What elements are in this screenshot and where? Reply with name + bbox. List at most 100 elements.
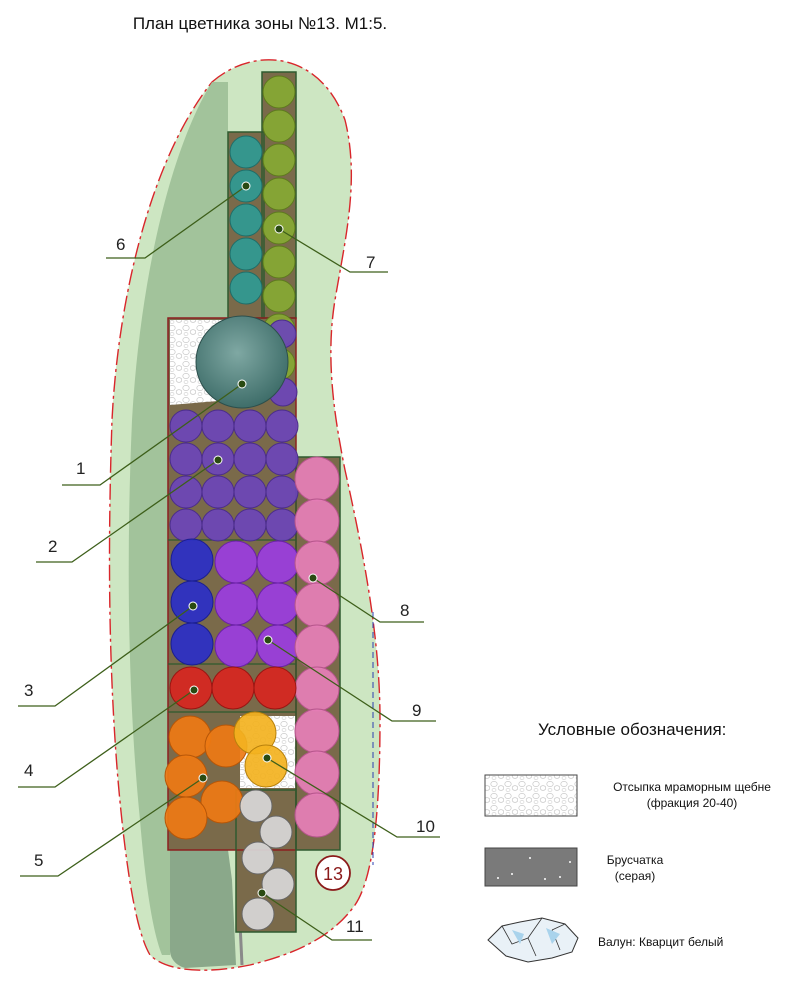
callout-leader-1 — [62, 383, 243, 486]
callout-leaders: 1 2 3 4 5 6 7 8 9 10 11 — [18, 181, 440, 941]
plant-8 — [294, 582, 340, 628]
plant-1-tree — [195, 315, 289, 409]
callout-dot-4 — [189, 685, 199, 695]
callout-label-5: 5 — [34, 851, 43, 870]
plant-7 — [262, 75, 296, 109]
callout-label-8: 8 — [400, 601, 409, 620]
plant-3 — [170, 538, 214, 582]
page-title: План цветника зоны №13. М1:5. — [132, 14, 388, 33]
callout-label-9: 9 — [412, 701, 421, 720]
plant-5 — [168, 715, 212, 759]
plant-6 — [229, 203, 263, 237]
plant-9 — [256, 540, 300, 584]
plant-6 — [229, 237, 263, 271]
legend-title: Условные обозначения: — [538, 720, 727, 739]
callout-label-1: 1 — [76, 459, 85, 478]
callout-dot-3 — [188, 601, 198, 611]
plant-2 — [265, 442, 299, 476]
callout-dot-10 — [262, 753, 272, 763]
plant-2 — [169, 442, 203, 476]
legend-item-marble-line1: Отсыпка мраморным щебне — [613, 780, 771, 794]
callout-dot-7 — [274, 224, 284, 234]
plant-2 — [233, 508, 267, 542]
callout-leader-9 — [267, 639, 436, 722]
plant-7 — [262, 177, 296, 211]
plant-9 — [214, 582, 258, 626]
callout-dot-5 — [198, 773, 208, 783]
legend-item-paving: Брусчатка (серая) — [580, 852, 690, 884]
plant-8 — [294, 792, 340, 838]
callout-label-3: 3 — [24, 681, 33, 700]
legend-item-marble: Отсыпка мраморным щебне (фракция 20-40) — [592, 779, 792, 811]
callout-leader-6 — [106, 185, 247, 259]
callout-label-4: 4 — [24, 761, 33, 780]
callout-leader-5 — [20, 777, 204, 877]
legend-boulder-icon — [487, 917, 579, 963]
legend-item-boulder-line1: Валун: Кварцит белый — [598, 935, 724, 949]
plant-4 — [211, 666, 255, 710]
legend-paving-dots — [497, 857, 571, 880]
legend-item-marble-line2: (фракция 20-40) — [646, 796, 738, 810]
callout-dot-8 — [308, 573, 318, 583]
plant-11 — [261, 867, 295, 901]
callout-dot-6 — [241, 181, 251, 191]
plant-2 — [201, 475, 235, 509]
zone-badge-text: 13 — [323, 864, 343, 884]
plant-8 — [294, 498, 340, 544]
plant-11 — [241, 897, 275, 931]
plant-4 — [253, 666, 297, 710]
legend-paving-swatch — [484, 847, 578, 887]
plant-2 — [169, 475, 203, 509]
plant-11 — [239, 789, 273, 823]
plants-layer — [164, 75, 340, 931]
callout-leader-10 — [266, 757, 440, 838]
plant-2 — [233, 475, 267, 509]
callout-dot-1 — [237, 379, 247, 389]
plant-11 — [241, 841, 275, 875]
callout-label-11: 11 — [346, 917, 364, 936]
plant-2 — [169, 508, 203, 542]
callout-leader-3 — [18, 605, 194, 707]
plant-10 — [244, 744, 288, 788]
plant-6 — [229, 271, 263, 305]
plant-6 — [229, 135, 263, 169]
plant-8 — [294, 456, 340, 502]
dark-lawn-strip — [128, 82, 228, 955]
plant-2 — [233, 442, 267, 476]
plant-8 — [294, 666, 340, 712]
plant-9 — [256, 582, 300, 626]
legend-marble-swatch — [484, 774, 578, 817]
callout-leader-11 — [261, 892, 372, 941]
callout-dot-2 — [213, 455, 223, 465]
plant-7 — [262, 143, 296, 177]
footpath — [170, 850, 236, 968]
plant-8 — [294, 708, 340, 754]
callout-dot-9 — [263, 635, 273, 645]
zone-badge-circle — [315, 855, 351, 891]
plant-2 — [233, 409, 267, 443]
callout-label-10: 10 — [416, 817, 435, 836]
legend-item-paving-line2: (серая) — [614, 869, 656, 883]
plant-7 — [262, 279, 296, 313]
callout-leader-2 — [36, 459, 219, 563]
plant-2 — [265, 475, 299, 509]
callout-label-6: 6 — [116, 235, 125, 254]
plant-2 — [265, 409, 299, 443]
callout-leader-4 — [18, 689, 195, 788]
plant-9 — [214, 540, 258, 584]
plant-2 — [201, 508, 235, 542]
plant-3 — [170, 622, 214, 666]
callout-label-2: 2 — [48, 537, 57, 556]
plant-2 — [201, 409, 235, 443]
callout-label-7: 7 — [366, 253, 375, 272]
callout-leader-8 — [312, 577, 424, 623]
plant-11 — [259, 815, 293, 849]
plant-2 — [169, 409, 203, 443]
legend-item-boulder: Валун: Кварцит белый — [598, 934, 768, 950]
plant-7 — [262, 109, 296, 143]
plant-2 — [265, 508, 299, 542]
callout-leader-7 — [278, 228, 388, 273]
callout-dot-11 — [257, 888, 267, 898]
plant-7 — [262, 245, 296, 279]
